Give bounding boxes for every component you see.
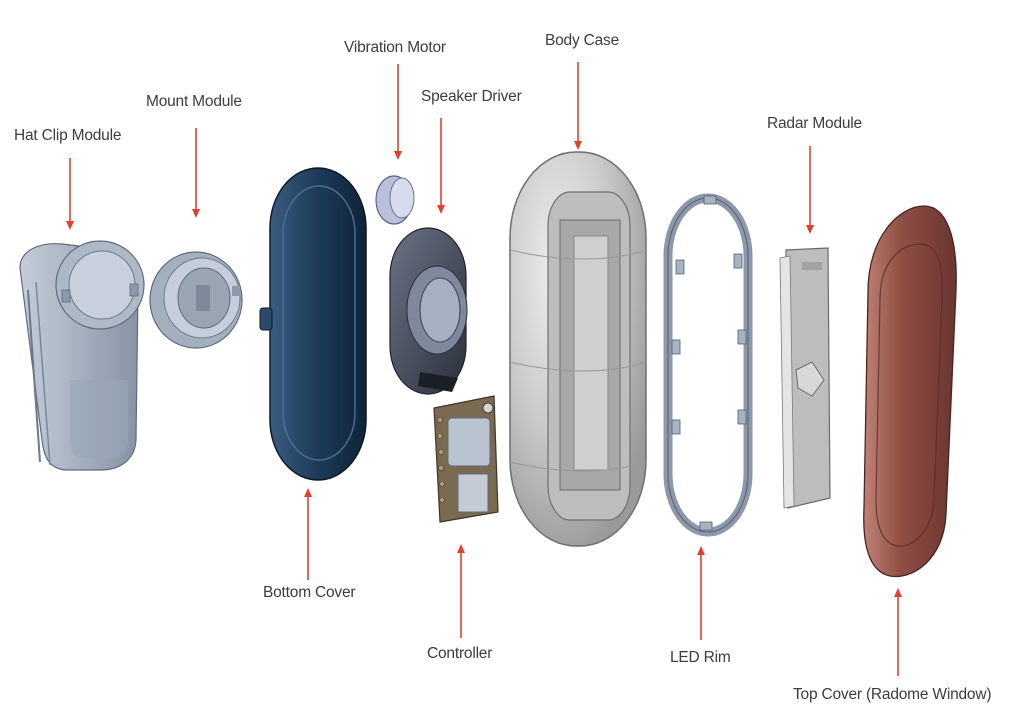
arrow-hat-clip-module xyxy=(66,158,74,230)
hat-clip-module-part xyxy=(19,240,145,471)
arrow-mount-module xyxy=(192,128,200,218)
label-hat-clip-module: Hat Clip Module xyxy=(14,127,122,144)
label-body-case: Body Case xyxy=(545,32,620,49)
arrow-bottom-cover xyxy=(304,488,312,580)
label-controller: Controller xyxy=(427,645,493,662)
label-bottom-cover: Bottom Cover xyxy=(263,584,356,601)
label-led-rim: LED Rim xyxy=(670,649,731,666)
arrow-speaker-driver xyxy=(437,118,445,214)
arrow-top-cover xyxy=(894,588,902,676)
arrow-body-case xyxy=(574,62,582,150)
arrow-radar-module xyxy=(806,146,814,234)
label-radar-module: Radar Module xyxy=(767,115,862,132)
label-mount-module: Mount Module xyxy=(146,93,242,110)
controller-part xyxy=(433,395,499,523)
mount-module-part xyxy=(149,251,243,349)
vibration-motor-part xyxy=(375,175,415,225)
radar-module-part xyxy=(779,247,831,509)
top-cover-part xyxy=(863,205,957,578)
arrow-controller xyxy=(457,544,465,638)
speaker-driver-part xyxy=(389,227,468,395)
led-rim-part xyxy=(663,193,753,537)
label-speaker-driver: Speaker Driver xyxy=(421,88,522,105)
callout-arrows xyxy=(66,62,902,676)
label-top-cover: Top Cover (Radome Window) xyxy=(793,686,992,703)
bottom-cover-part xyxy=(259,167,367,481)
label-vibration-motor: Vibration Motor xyxy=(344,39,446,56)
body-case-part xyxy=(509,151,647,547)
arrow-vibration-motor xyxy=(394,64,402,160)
arrow-led-rim xyxy=(697,546,705,640)
